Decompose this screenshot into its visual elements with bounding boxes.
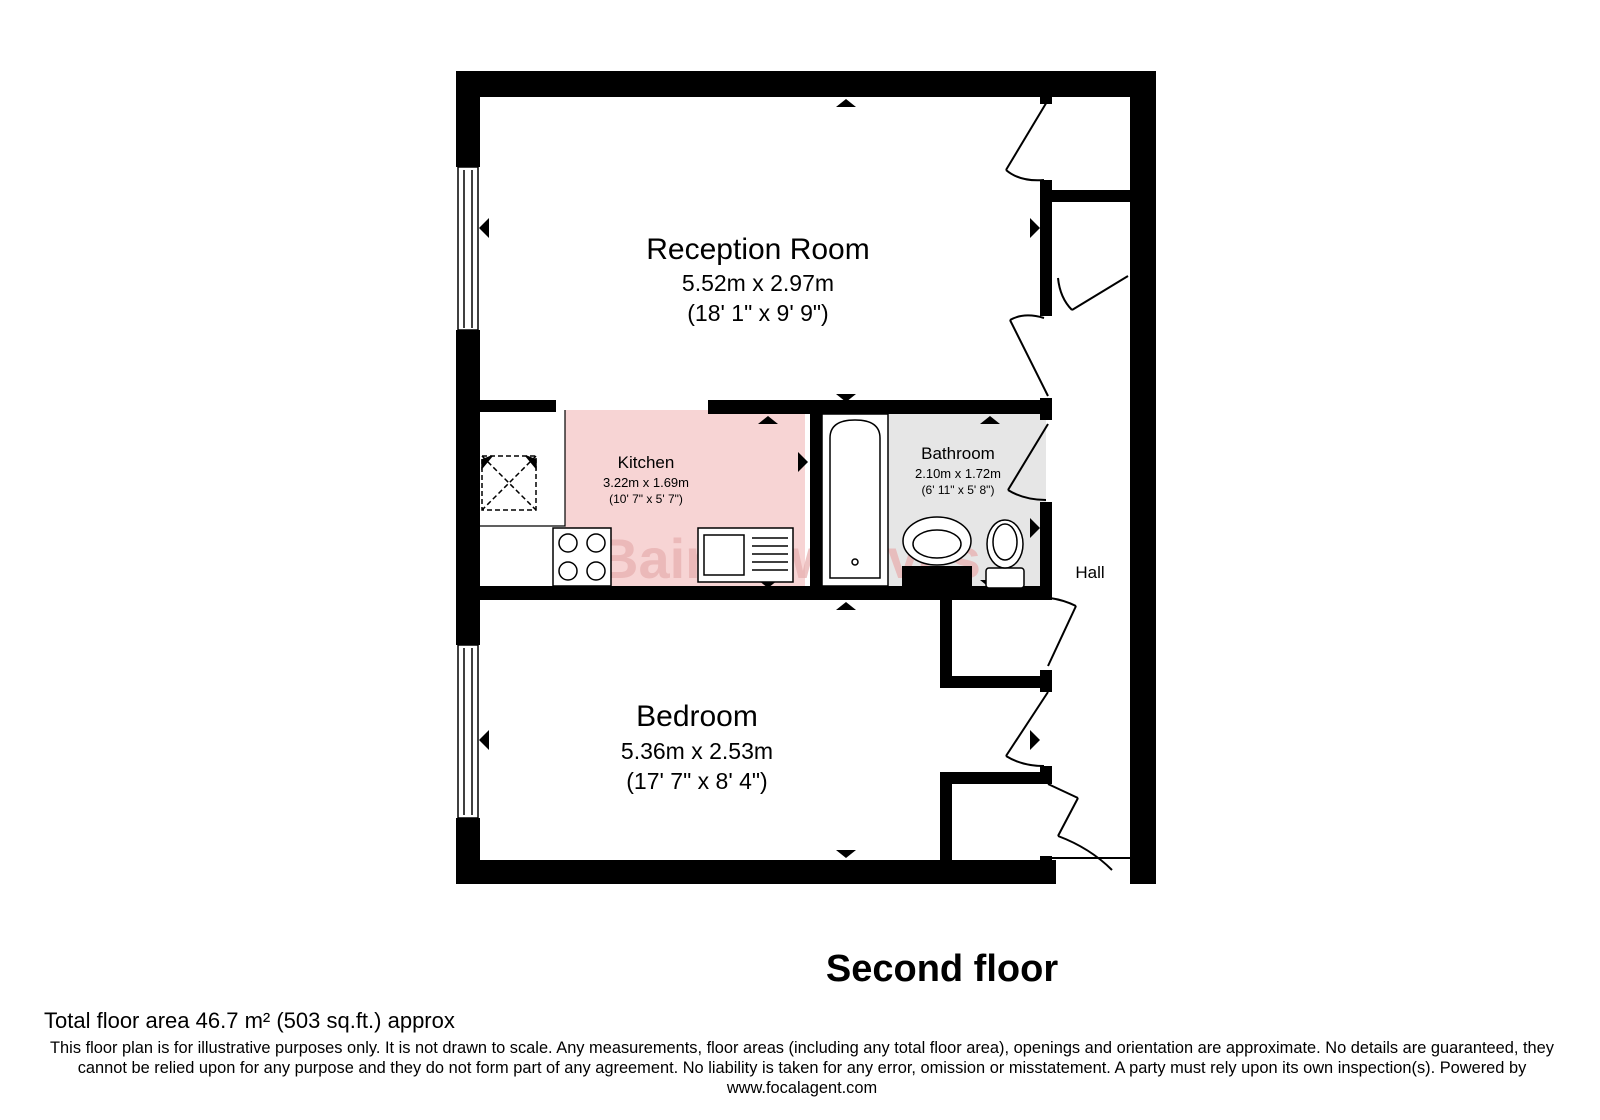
label-bathroom: Bathroom 2.10m x 1.72m (6' 11" x 5' 8") <box>915 444 1001 497</box>
toilet-icon <box>985 519 1025 589</box>
extractor-icon <box>481 455 537 511</box>
bathroom-name: Bathroom <box>921 444 995 463</box>
bath-icon <box>821 413 889 587</box>
kitchen-metric: 3.22m x 1.69m <box>603 475 689 490</box>
bathroom-imperial: (6' 11" x 5' 8") <box>922 483 995 497</box>
reception-room-metric: 5.52m x 2.97m <box>682 270 834 296</box>
kitchen-counter <box>476 410 566 527</box>
bathroom-metric: 2.10m x 1.72m <box>915 466 1001 481</box>
floor-title: Second floor <box>825 948 1059 990</box>
bedroom-imperial: (17' 7" x 8' 4") <box>626 768 767 794</box>
window-bedroom <box>457 644 479 819</box>
total-floor-area: Total floor area 46.7 m² (503 sq.ft.) ap… <box>44 1008 455 1033</box>
basin-icon <box>902 516 972 566</box>
label-kitchen: Kitchen 3.22m x 1.69m (10' 7" x 5' 7") <box>603 453 689 506</box>
disclaimer: This floor plan is for illustrative purp… <box>50 1039 1554 1097</box>
reception-room-name: Reception Room <box>646 233 869 266</box>
walls <box>456 71 1156 884</box>
bedroom-name: Bedroom <box>636 700 758 733</box>
kitchen-imperial: (10' 7" x 5' 7") <box>609 492 683 506</box>
hall-name: Hall <box>1075 563 1104 582</box>
hob-icon <box>552 527 612 587</box>
sink-icon <box>697 527 794 583</box>
window-reception <box>457 166 479 331</box>
label-reception-room: Reception Room 5.52m x 2.97m (18' 1" x 9… <box>646 233 869 326</box>
doors <box>1005 99 1130 871</box>
bedroom-metric: 5.36m x 2.53m <box>621 738 773 764</box>
reception-room-imperial: (18' 1" x 9' 9") <box>687 300 828 326</box>
kitchen-name: Kitchen <box>618 453 675 472</box>
label-bedroom: Bedroom 5.36m x 2.53m (17' 7" x 8' 4") <box>621 700 773 794</box>
